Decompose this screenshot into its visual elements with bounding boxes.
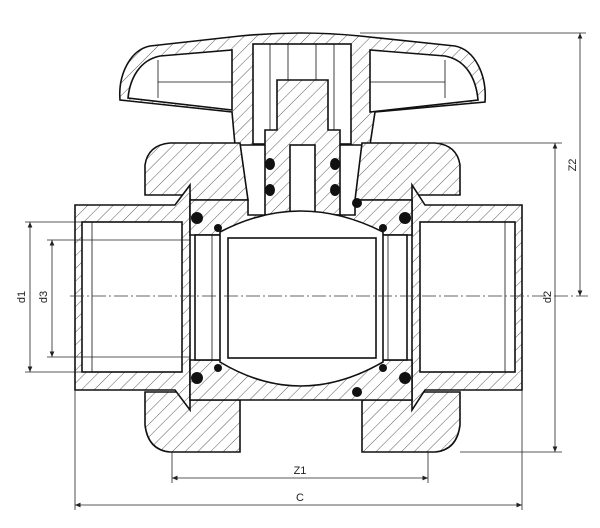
end-connectors: [74, 182, 523, 413]
union-nuts: [144, 142, 461, 453]
dim-label-d3: d3: [38, 291, 50, 303]
dimension-lines: [25, 32, 586, 510]
dim-label-z1: Z1: [294, 465, 307, 477]
dim-label-c: C: [296, 492, 304, 504]
dim-label-z2: Z2: [567, 159, 579, 172]
stem: [264, 79, 341, 226]
valve-body: [189, 198, 413, 401]
dim-label-d2: d2: [542, 291, 554, 303]
dim-label-d1: d1: [16, 291, 28, 303]
